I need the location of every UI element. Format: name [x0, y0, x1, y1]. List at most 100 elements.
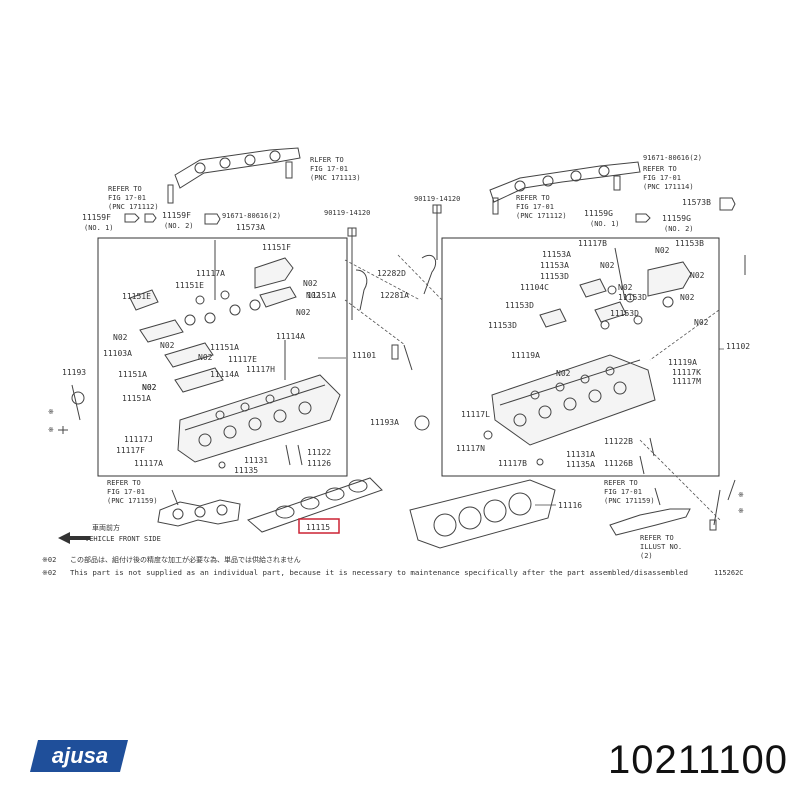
- part-label: N02: [306, 291, 321, 300]
- part-label: 11153D: [618, 293, 647, 302]
- part-label: 11103A: [103, 349, 132, 358]
- ref-fig-top-left: RLFER TO FIG 17-01 (PNC 171113): [310, 156, 361, 182]
- logo-text: ajusa: [52, 743, 108, 768]
- right-lifting-hook: [421, 254, 437, 295]
- part-label: 11126B: [604, 459, 633, 468]
- ref-fig-top-right: REFER TO FIG 17-01 (PNC 171114): [643, 165, 694, 191]
- part-label: 11117A: [134, 459, 163, 468]
- ref-91671-right: 91671-80616(2): [643, 154, 702, 162]
- part-label: 11153D: [505, 301, 534, 310]
- part-label: 11117H: [246, 365, 275, 374]
- note-english: This part is not supplied as an individu…: [70, 569, 688, 577]
- intake-gasket-top-right: [489, 161, 641, 215]
- svg-text:REFER TO: REFER TO: [516, 194, 550, 202]
- intake-gasket-top-left: [174, 147, 301, 189]
- no-mark: (NO. 1): [84, 224, 114, 232]
- exhaust-gasket-right: [609, 487, 691, 536]
- part-label: N02: [690, 271, 705, 280]
- left-bolts-outside: [71, 227, 430, 469]
- svg-text:※: ※: [48, 426, 54, 434]
- illustration-code: 115262C: [714, 569, 744, 577]
- part-label: 11122B: [604, 437, 633, 446]
- no-mark: (NO. 1): [590, 220, 620, 228]
- left-cam-caps: [129, 240, 297, 393]
- svg-text:REFER TO: REFER TO: [604, 479, 638, 487]
- right-cylinder-head-frame: [441, 237, 720, 477]
- part-label: N02: [160, 341, 175, 350]
- part-label: N02: [303, 279, 318, 288]
- part-label: 11117N: [456, 444, 485, 453]
- part-label: 11114A: [276, 332, 305, 341]
- note-marker: ※02: [42, 556, 56, 564]
- svg-text:※: ※: [738, 491, 744, 499]
- svg-text:FIG 17-01: FIG 17-01: [107, 488, 145, 496]
- svg-text:(2): (2): [640, 552, 653, 560]
- part-label: N02: [142, 383, 157, 392]
- part-label: N02: [113, 333, 128, 342]
- svg-text:REFER TO: REFER TO: [108, 185, 142, 193]
- svg-text:※: ※: [738, 507, 744, 515]
- part-label: 11151E: [122, 292, 151, 301]
- logo-parallelogram: [30, 740, 128, 772]
- part-label: 11117B: [578, 239, 607, 248]
- exhaust-gasket-left: [157, 489, 241, 527]
- left-seal-ring: [414, 415, 430, 431]
- part-label: 11159F: [82, 213, 111, 222]
- svg-text:VEHICLE FRONT SIDE: VEHICLE FRONT SIDE: [85, 535, 161, 543]
- part-label: 11151F: [262, 243, 291, 252]
- brand-logo: ajusa: [30, 740, 128, 772]
- ref-fig-bot-left: REFER TO FIG 17-01 (PNC 171159): [107, 479, 158, 505]
- svg-text:FIG 17-01: FIG 17-01: [604, 488, 642, 496]
- note-japanese: この部品は、組付け後の精度な加工が必要な為、単品では供給されません: [70, 555, 301, 564]
- part-label: 11131: [244, 456, 268, 465]
- svg-text:(PNC 171114): (PNC 171114): [643, 183, 694, 191]
- part-label: N02: [556, 369, 571, 378]
- part-label: 11151A: [118, 370, 147, 379]
- part-label: 11153A: [542, 250, 571, 259]
- part-label: 11101: [352, 351, 376, 360]
- part-label: 11573B: [682, 198, 711, 207]
- svg-text:(PNC 171113): (PNC 171113): [310, 174, 361, 182]
- part-label: N02: [618, 283, 633, 292]
- part-label: 11153D: [540, 272, 569, 281]
- svg-text:(PNC 171159): (PNC 171159): [604, 497, 655, 505]
- right-bolts-outside: [483, 430, 736, 531]
- part-label: 11117B: [498, 459, 527, 468]
- gasket-label-11116: 11116: [558, 501, 582, 510]
- part-label: 11193: [62, 368, 86, 377]
- gasket-11115: [247, 477, 383, 533]
- svg-text:REFER TO: REFER TO: [643, 165, 677, 173]
- gasket-label-11115: 11115: [306, 523, 330, 532]
- ref-fig-mid-right: REFER TO FIG 17-01 (PNC 171112): [516, 194, 567, 220]
- part-label: N02: [296, 308, 311, 317]
- part-label: 11151A: [122, 394, 151, 403]
- part-label: 11131A: [566, 450, 595, 459]
- part-label: 11151E: [175, 281, 204, 290]
- part-label: 11114A: [210, 370, 239, 379]
- part-label: 11117K: [672, 368, 701, 377]
- svg-text:(PNC 171112): (PNC 171112): [516, 212, 567, 220]
- ref-illust: REFER TO ILLUST NO. (2): [640, 534, 682, 560]
- part-number: 10211100: [607, 738, 788, 782]
- ref-fig-bot-right: REFER TO FIG 17-01 (PNC 171159): [604, 479, 655, 505]
- part-label: N02: [680, 293, 695, 302]
- part-label: 11153D: [610, 309, 639, 318]
- svg-text:91671-80616(2): 91671-80616(2): [643, 154, 702, 162]
- part-label: 11122: [307, 448, 331, 457]
- gasket-11116: [409, 479, 556, 549]
- svg-text:ILLUST NO.: ILLUST NO.: [640, 543, 682, 551]
- ref-fig-left: REFER TO FIG 17-01 (PNC 171112): [108, 185, 159, 211]
- part-label: N02: [655, 246, 670, 255]
- ref-90119-right: 90119-14120: [414, 195, 460, 203]
- part-label: 11117F: [116, 446, 145, 455]
- part-label: N02: [198, 353, 213, 362]
- part-label: 11104C: [520, 283, 549, 292]
- part-label: 11102: [726, 342, 750, 351]
- part-label: 11117L: [461, 410, 490, 419]
- highlight-box-11115: [298, 518, 340, 534]
- part-label: 11135A: [566, 460, 595, 469]
- svg-text:(PNC 171159): (PNC 171159): [107, 497, 158, 505]
- ref-91671-left: 91671-80616(2): [222, 212, 281, 220]
- svg-text:RLFER TO: RLFER TO: [310, 156, 344, 164]
